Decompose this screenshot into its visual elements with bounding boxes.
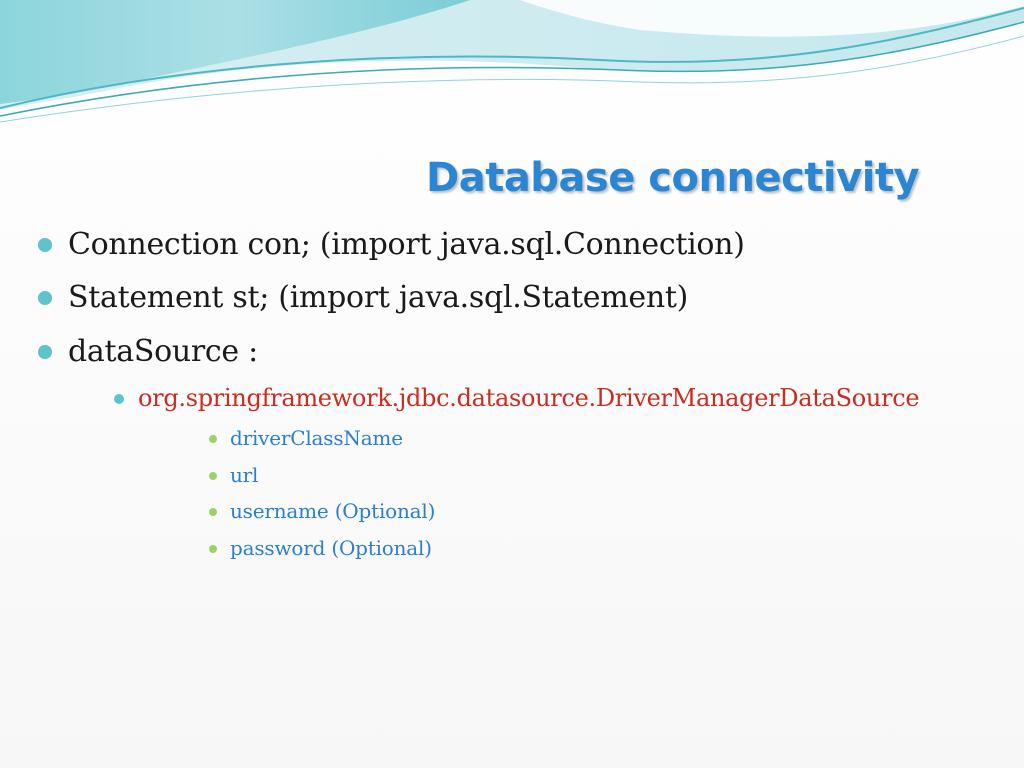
bullet-text: Connection con; (import java.sql.Connect… xyxy=(68,227,745,262)
bullet-dot-icon xyxy=(209,545,217,553)
header-wave-decoration xyxy=(0,0,1024,123)
bullet-dot-icon xyxy=(38,291,52,305)
bullet-dot-icon xyxy=(209,508,217,516)
bullet-dot-icon xyxy=(209,472,217,480)
bullet-driver-class-name: driverClassName xyxy=(209,424,403,452)
bullet-text: username (Optional) xyxy=(230,499,436,523)
bullet-text: password (Optional) xyxy=(230,536,432,560)
bullet-datasource: dataSource : xyxy=(38,332,258,372)
bullet-statement: Statement st; (import java.sql.Statement… xyxy=(38,278,689,318)
bullet-datasource-class: org.springframework.jdbc.datasource.Driv… xyxy=(114,382,920,414)
bullet-text: org.springframework.jdbc.datasource.Driv… xyxy=(138,384,920,412)
bullet-dot-icon xyxy=(38,345,52,359)
bullet-dot-icon xyxy=(209,435,217,443)
bullet-text: dataSource : xyxy=(68,334,258,369)
bullet-text: url xyxy=(230,463,259,487)
bullet-text: driverClassName xyxy=(230,426,403,450)
slide-title: Database connectivity xyxy=(426,155,920,201)
bullet-dot-icon xyxy=(114,394,124,404)
bullet-text: Statement st; (import java.sql.Statement… xyxy=(68,280,689,315)
bullet-connection: Connection con; (import java.sql.Connect… xyxy=(38,225,745,265)
bullet-password: password (Optional) xyxy=(209,534,432,562)
bullet-url: url xyxy=(209,461,259,489)
bullet-username: username (Optional) xyxy=(209,497,436,525)
bullet-dot-icon xyxy=(38,238,52,252)
